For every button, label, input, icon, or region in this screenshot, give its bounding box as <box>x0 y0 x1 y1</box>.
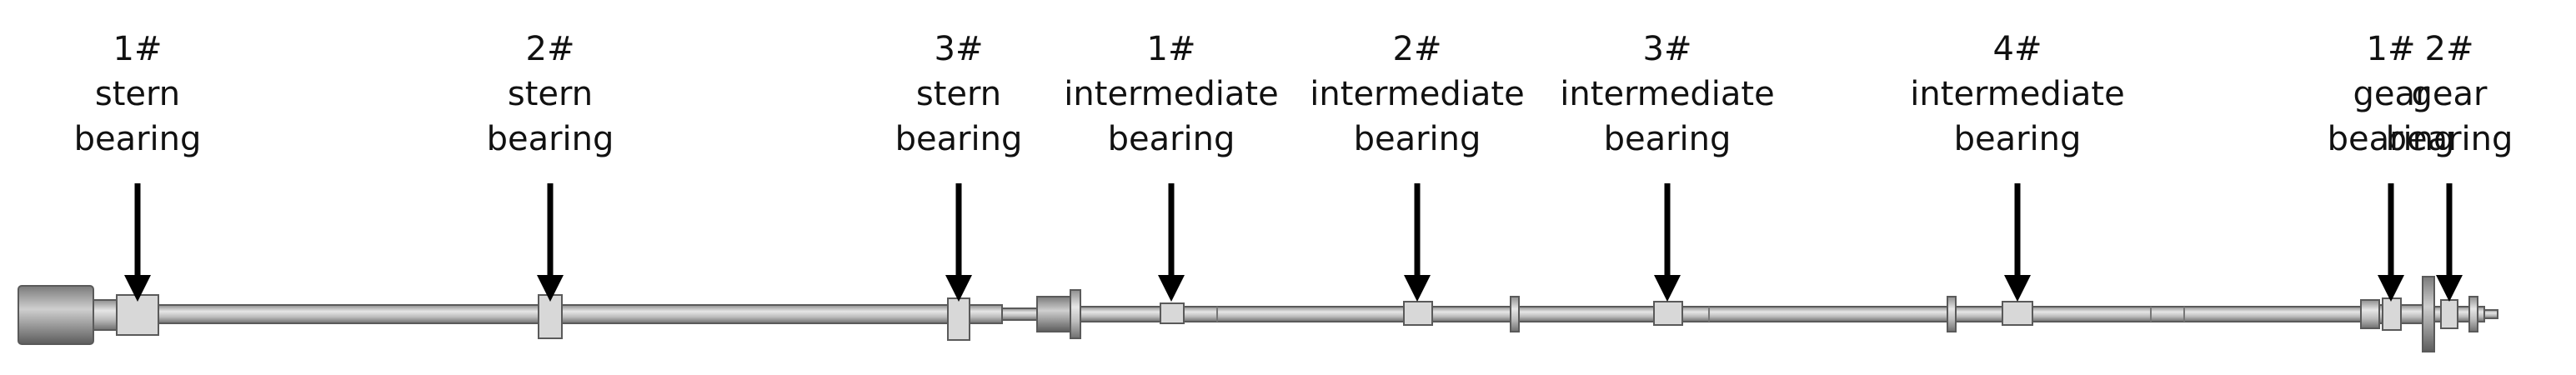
bearing-word: bearing <box>73 120 202 158</box>
bearing-type: stern <box>915 75 1002 113</box>
bearing-arrow-9 <box>2436 183 2463 302</box>
coupling-flange-2 <box>1070 289 1081 339</box>
bearing-arrow-8 <box>2378 183 2404 302</box>
intermediate-shaft <box>1080 306 2362 322</box>
bearing-arrows <box>124 183 2463 302</box>
bearing-number: 4# <box>1992 30 2042 68</box>
intermediate-flange-2 <box>1947 296 1957 332</box>
bearing-word: bearing <box>1603 120 1732 158</box>
coupling-flange-1 <box>1036 296 1071 332</box>
bearing-type: gear <box>2353 75 2429 113</box>
bearing-arrow-7 <box>2004 183 2031 302</box>
bearing-label-5: 2# intermediate bearing <box>1284 27 1551 162</box>
arrow-head <box>2378 275 2404 302</box>
bearing-type: intermediate <box>1910 75 2125 113</box>
bearing-label-4: 1# intermediate bearing <box>1038 27 1305 162</box>
intermediate-flange-1 <box>1510 296 1520 332</box>
bearing-word: bearing <box>1353 120 1481 158</box>
bearing-number: 1# <box>2366 30 2416 68</box>
arrow-head <box>945 275 972 302</box>
bearing-arrow-1 <box>124 183 151 302</box>
bearing-block-7 <box>2002 301 2033 326</box>
bearing-block-5 <box>1403 301 1433 326</box>
bearing-type: gear <box>2411 75 2488 113</box>
bearing-number: 2# <box>1392 30 1442 68</box>
shaft-coupling-1 <box>1001 308 1038 321</box>
gear-wheel <box>2422 276 2435 352</box>
bearing-label-7: 4# intermediate bearing <box>1884 27 2151 162</box>
bearing-label-9: 2# gear bearing <box>2316 27 2576 162</box>
bearing-block-8 <box>2382 298 2402 331</box>
arrow-head <box>1654 275 1681 302</box>
bearing-word: bearing <box>1107 120 1235 158</box>
arrow-head <box>1158 275 1185 302</box>
propeller-hub <box>18 285 94 345</box>
bearing-number: 1# <box>113 30 163 68</box>
bearing-type: intermediate <box>1064 75 1279 113</box>
bearing-label-2: 2# stern bearing <box>417 27 684 162</box>
arrow-head <box>124 275 151 302</box>
bearing-number: 1# <box>1146 30 1196 68</box>
bearing-blocks <box>116 294 2458 341</box>
bearing-type: intermediate <box>1560 75 1775 113</box>
bearing-block-9 <box>2440 299 2458 329</box>
arrow-head <box>2004 275 2031 302</box>
hub-collar <box>93 299 119 331</box>
bearing-number: 3# <box>1642 30 1692 68</box>
bearing-number: 3# <box>934 30 984 68</box>
bearing-number: 2# <box>2424 30 2474 68</box>
bearing-arrow-2 <box>537 183 564 302</box>
bearing-block-4 <box>1160 302 1185 324</box>
shaft-assembly <box>18 276 2498 352</box>
bearing-type: stern <box>94 75 181 113</box>
gear-end-flange <box>2468 296 2478 332</box>
bearing-arrow-4 <box>1158 183 1185 302</box>
bearing-word: bearing <box>486 120 614 158</box>
bearing-arrow-6 <box>1654 183 1681 302</box>
gear-shaft-collar <box>2360 299 2380 329</box>
bearing-block-3 <box>947 298 970 341</box>
bearing-number: 2# <box>525 30 575 68</box>
arrow-head <box>2436 275 2463 302</box>
bearing-word: bearing <box>895 120 1023 158</box>
gear-end-stub <box>2483 309 2498 319</box>
bearing-word: bearing <box>2385 120 2513 158</box>
arrow-head <box>537 275 564 302</box>
bearing-block-6 <box>1653 301 1683 326</box>
bearing-type: stern <box>507 75 594 113</box>
bearing-label-1: 1# stern bearing <box>4 27 271 162</box>
bearing-arrow-3 <box>945 183 972 302</box>
bearing-word: bearing <box>1953 120 2082 158</box>
bearing-arrow-5 <box>1404 183 1431 302</box>
arrow-head <box>1404 275 1431 302</box>
bearing-label-8: 1# gear bearing <box>2258 27 2524 162</box>
bearing-type: intermediate <box>1310 75 1525 113</box>
bearing-label-6: 3# intermediate bearing <box>1534 27 1801 162</box>
bearing-label-3: 3# stern bearing <box>825 27 1092 162</box>
bearing-word: bearing <box>2327 120 2455 158</box>
